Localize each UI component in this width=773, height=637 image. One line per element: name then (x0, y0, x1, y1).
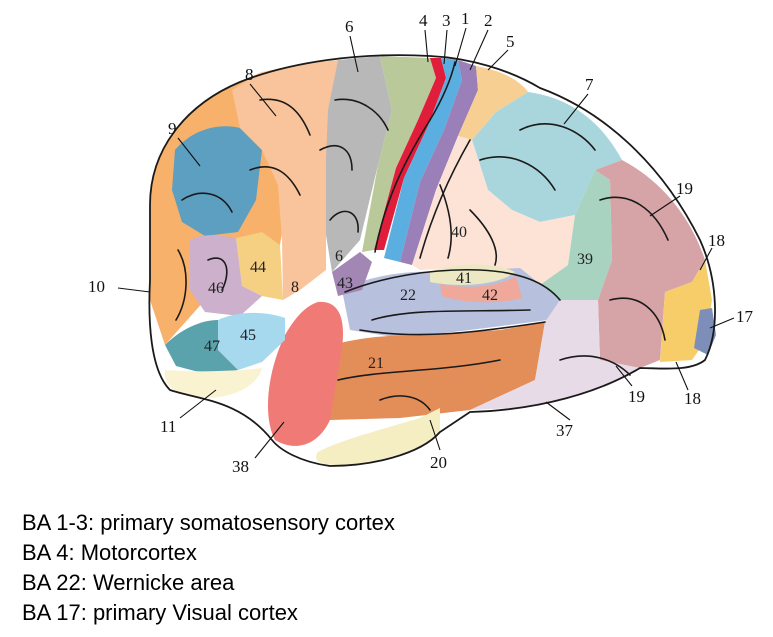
region-area45 (218, 312, 285, 370)
label-area-46: 46 (208, 280, 224, 297)
region-area42 (440, 276, 522, 303)
region-area37 (470, 300, 640, 410)
label-area-4: 4 (419, 11, 428, 30)
brain-lateral-view-diagram: 6 4 3 1 2 5 8 9 7 10 11 38 20 37 19 18 1… (88, 9, 754, 476)
label-area-2: 2 (484, 11, 493, 30)
brodmann-area-legend: BA 1-3: primary somatosensory cortex BA … (22, 508, 395, 628)
brain-sulci (148, 54, 716, 467)
region-area39 (540, 170, 612, 300)
label-area-9: 9 (168, 119, 177, 138)
label-area-22: 22 (400, 287, 416, 304)
region-area1 (384, 58, 462, 262)
label-area-6-inner: 6 (335, 248, 343, 265)
label-area-20: 20 (430, 453, 447, 472)
label-area-18-top: 18 (708, 231, 725, 250)
label-area-18-bottom: 18 (684, 389, 701, 408)
label-area-40: 40 (451, 224, 467, 241)
legend-item-motorcortex: BA 4: Motorcortex (22, 540, 197, 565)
label-area-39: 39 (577, 251, 593, 268)
label-area-42: 42 (482, 287, 498, 304)
label-area-21: 21 (368, 355, 384, 372)
region-area7 (472, 92, 622, 222)
legend-item-visual-cortex: BA 17: primary Visual cortex (22, 600, 298, 625)
label-area-47: 47 (204, 338, 220, 355)
label-area-19-top: 19 (676, 179, 693, 198)
label-area-17: 17 (736, 307, 754, 326)
label-area-37: 37 (556, 421, 574, 440)
label-area-11: 11 (160, 417, 176, 436)
label-area-6-top: 6 (345, 17, 354, 36)
label-area-10: 10 (88, 277, 105, 296)
region-area43 (332, 252, 372, 296)
label-area-8-top: 8 (245, 65, 254, 84)
label-area-5: 5 (506, 32, 515, 51)
label-area-8-inner: 8 (291, 279, 299, 296)
label-area-7: 7 (585, 75, 594, 94)
region-area44 (236, 232, 283, 300)
region-area2 (400, 60, 478, 265)
region-area5 (458, 66, 528, 140)
region-area19 (595, 160, 705, 368)
region-area6 (326, 56, 392, 272)
region-area4 (362, 56, 436, 252)
label-area-41: 41 (456, 270, 472, 287)
label-area-43: 43 (337, 275, 353, 292)
region-area38 (267, 301, 344, 446)
legend-item-wernicke: BA 22: Wernicke area (22, 570, 235, 595)
leader-lines (117, 27, 735, 459)
region-area21 (300, 322, 545, 420)
label-area-1: 1 (461, 9, 470, 28)
region-area20 (316, 408, 440, 466)
region-area47 (165, 320, 238, 375)
region-area9 (172, 126, 262, 236)
legend-item-somatosensory: BA 1-3: primary somatosensory cortex (22, 510, 395, 535)
label-area-19-bottom: 19 (628, 387, 645, 406)
area-labels-inner: 40 39 41 42 22 21 6 43 44 8 46 45 47 (204, 224, 593, 372)
area-labels: 6 4 3 1 2 5 8 9 7 10 11 38 20 37 19 18 1… (88, 9, 754, 476)
label-area-38: 38 (232, 457, 249, 476)
region-area8 (232, 60, 338, 300)
label-area-45: 45 (240, 327, 256, 344)
label-area-3: 3 (442, 11, 451, 30)
label-area-44: 44 (250, 259, 266, 276)
region-area11 (164, 368, 262, 398)
